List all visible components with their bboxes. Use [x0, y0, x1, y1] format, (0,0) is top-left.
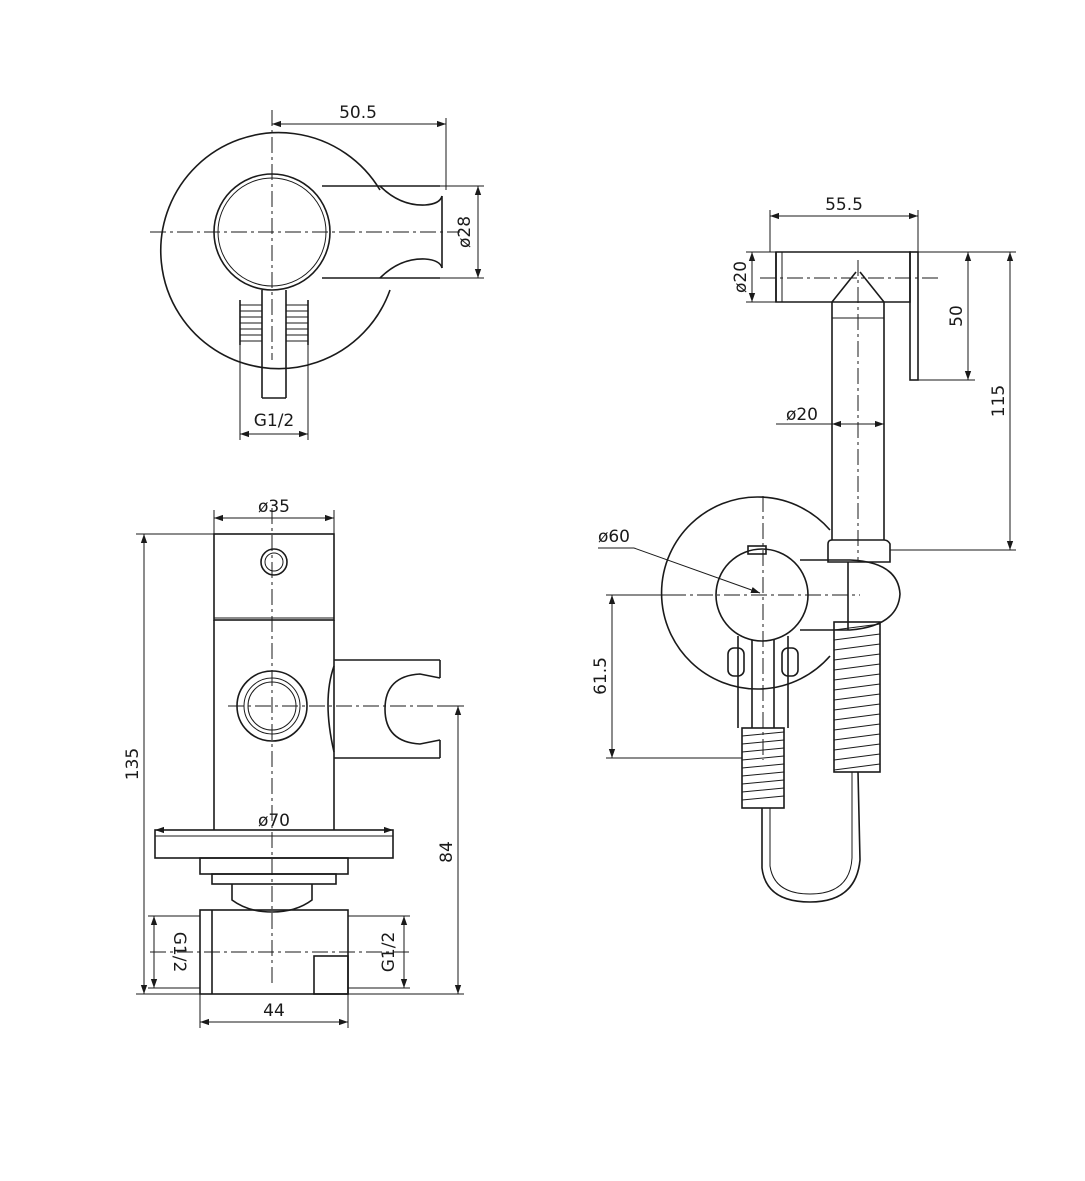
front-view: ø35 135 ø70 84 G1/2 G1/2 44	[123, 497, 464, 1028]
dim-sprayer-head-height: 50	[947, 305, 967, 327]
dim-sprayer-head-diameter: ø20	[731, 261, 751, 293]
dim-front-thread-left: G1/2	[169, 932, 189, 973]
dim-front-outlet-height: 84	[437, 841, 457, 863]
dim-top-width: 50.5	[339, 103, 377, 123]
side-hose-coil	[833, 623, 881, 771]
dim-front-top-diameter: ø35	[258, 497, 290, 517]
sprayer-view: 55.5 ø20 50 115 ø20	[731, 195, 1016, 563]
dim-side-flange: ø60	[598, 527, 630, 547]
dim-sprayer-handle-diameter: ø20	[786, 405, 818, 425]
dim-sprayer-width: 55.5	[825, 195, 863, 215]
dim-front-thread-right: G1/2	[379, 932, 399, 973]
top-thread-right	[286, 304, 308, 342]
dim-side-offset: 61.5	[591, 657, 611, 695]
top-view: 50.5 ø28 G1/2	[150, 103, 484, 440]
top-thread-left	[240, 304, 262, 342]
dim-top-diameter: ø28	[455, 216, 475, 248]
dim-sprayer-length: 115	[989, 385, 1009, 417]
dim-front-base-width: 44	[263, 1001, 285, 1021]
side-view: ø60 61.5	[591, 496, 901, 903]
dim-top-thread: G1/2	[254, 411, 295, 431]
dim-front-flange: ø70	[258, 811, 290, 831]
dim-front-height: 135	[123, 748, 143, 780]
